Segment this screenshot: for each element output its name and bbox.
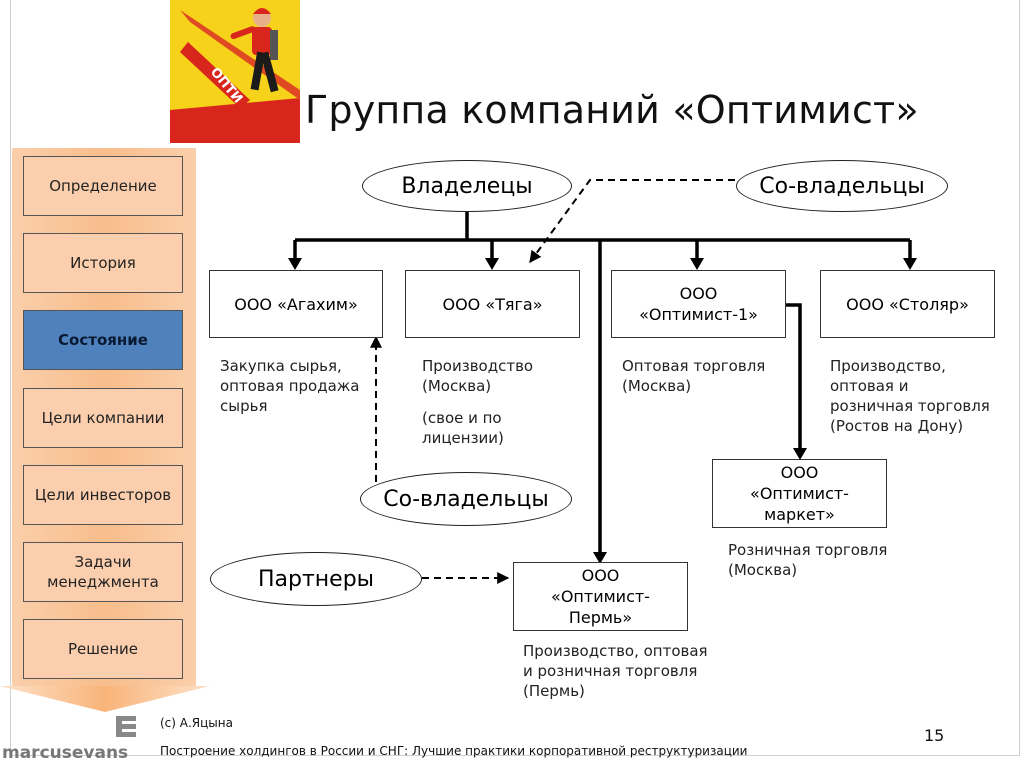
description-agakhim: Закупка сырья, оптовая продажа сырья (220, 356, 360, 416)
nav-item-investor-goals[interactable]: Цели инвесторов (23, 465, 183, 525)
description-tyaga: Производство (Москва) (422, 356, 533, 396)
footer-subtitle: Построение холдингов в России и СНГ: Луч… (160, 744, 748, 758)
description-line: (Ростов на Дону) (830, 417, 964, 435)
partners-ellipse: Партнеры (210, 552, 422, 606)
description-line: Розничная торговля (728, 541, 888, 559)
nav-item-state[interactable]: Состояние (23, 310, 183, 370)
company-agakhim: ООО «Агахим» (209, 270, 383, 338)
description-line: Производство, (830, 357, 946, 375)
description-line: (Москва) (728, 561, 798, 579)
company-optimist-1: ООО «Оптимист-1» (611, 270, 786, 338)
ownership-tree (293, 210, 912, 556)
description-line: сырья (220, 397, 268, 415)
company-optimist-perm: ООО «Оптимист-Пермь» (513, 562, 688, 631)
description-line: Закупка сырья, (220, 357, 342, 375)
arrowheads (288, 258, 917, 564)
marcusevans-logo: marcusevans (2, 716, 136, 763)
description-line: Оптовая торговля (622, 357, 766, 375)
company-stolyar: ООО «Столяр» (820, 270, 995, 338)
description-optimist-1: Оптовая торговля (Москва) (622, 356, 765, 396)
description-line: и розничная торговля (523, 662, 698, 680)
description-line: (Москва) (422, 377, 492, 395)
description-line: (Москва) (622, 377, 692, 395)
nav-item-history[interactable]: История (23, 233, 183, 293)
page-title: Группа компаний «Оптимист» (305, 88, 919, 132)
description-line: оптовая продажа (220, 377, 360, 395)
description-optimist-market: Розничная торговля (Москва) (728, 540, 887, 580)
description-stolyar: Производство, оптовая и розничная торгов… (830, 356, 990, 436)
description-line: розничная торговля (830, 397, 990, 415)
nav-item-solution[interactable]: Решение (23, 619, 183, 679)
description-line: Производство, оптовая (523, 642, 708, 660)
description-line: (свое и по (422, 409, 502, 427)
coowners-mid-ellipse: Со-владельцы (360, 472, 572, 526)
logo-illustration: ОПТИ (170, 0, 300, 143)
coowners-top-ellipse: Со-владельцы (736, 160, 948, 212)
company-optimist-market: ООО «Оптимист-маркет» (712, 459, 887, 528)
brand-lettering: marcusevans (2, 743, 128, 763)
description-line: Производство (422, 357, 534, 375)
page-number: 15 (924, 726, 945, 745)
description-line: лицензии) (422, 429, 504, 447)
nav-item-company-goals[interactable]: Цели компании (23, 388, 183, 448)
coownership-dashed-links (370, 179, 735, 584)
owners-ellipse: Владелецы (362, 160, 572, 212)
nav-item-management-tasks[interactable]: Задачи менеджмента (23, 542, 183, 602)
nav-item-definition[interactable]: Определение (23, 156, 183, 216)
slide-frame (10, 0, 1020, 756)
description-tyaga-note: (свое и по лицензии) (422, 408, 504, 448)
description-line: оптовая и (830, 377, 909, 395)
climber-icon: ОПТИ (170, 0, 300, 143)
company-tyaga: ООО «Тяга» (405, 270, 580, 338)
description-line: (Пермь) (523, 682, 585, 700)
footer-author: (с) А.Яцына (160, 716, 233, 730)
description-optimist-perm: Производство, оптовая и розничная торгов… (523, 641, 708, 701)
